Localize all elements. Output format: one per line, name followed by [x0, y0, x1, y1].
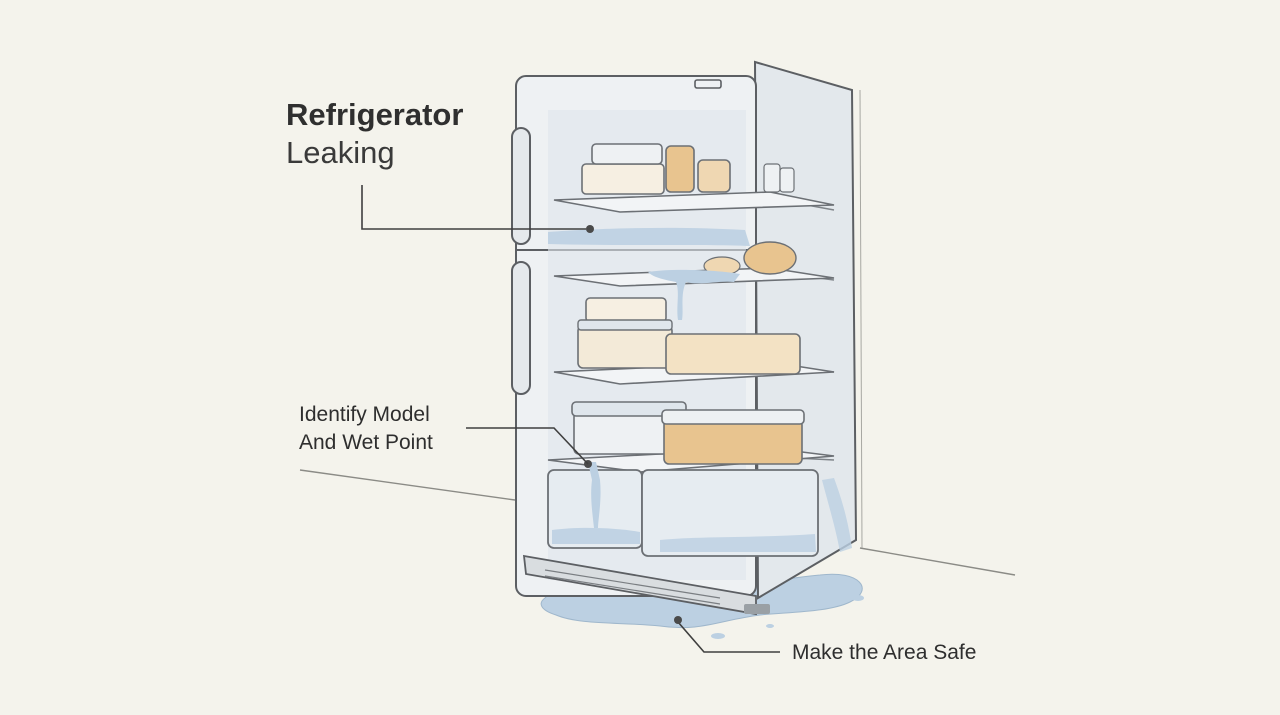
floor-line: [299, 469, 516, 501]
drawer-water: [660, 534, 816, 552]
container: [577, 325, 673, 369]
vent-grille: [544, 569, 721, 599]
callout-identify-line2: And Wet Point: [299, 431, 433, 454]
title-leader-line: [361, 185, 586, 230]
wet-point-marker-top: [586, 225, 594, 233]
food-item: [743, 241, 797, 275]
container-lid: [661, 409, 805, 425]
container: [665, 333, 801, 375]
diagram-title: Refrigerator Leaking: [286, 96, 463, 172]
jar: [779, 167, 795, 193]
water-droplet: [711, 633, 725, 639]
jar: [763, 163, 781, 193]
top-vent: [694, 79, 722, 89]
fridge-handle: [511, 261, 531, 395]
jar: [697, 159, 731, 193]
shelf-top: [553, 191, 835, 213]
wall-corner-line: [859, 89, 863, 549]
title-line-bold: Refrigerator: [286, 97, 464, 132]
vent-grille: [544, 575, 721, 605]
fridge-foot: [744, 604, 770, 614]
jar: [665, 145, 695, 193]
callout-identify-model: Identify Model And Wet Point: [299, 401, 433, 457]
container: [581, 163, 665, 195]
water-droplet: [852, 595, 864, 601]
water-drip: [648, 269, 740, 320]
side-water-streak: [822, 478, 852, 552]
water-droplet: [766, 624, 774, 628]
safe-leader-line: [677, 621, 780, 653]
freezer-water-pool: [548, 227, 750, 246]
drawer-water: [552, 527, 640, 544]
container-lid: [571, 401, 687, 417]
container-lid: [577, 319, 673, 331]
container: [585, 297, 667, 323]
crisper-drawer-right: [641, 469, 819, 557]
callout-identify-line1: Identify Model: [299, 403, 430, 426]
container-lid: [591, 143, 663, 165]
callout-make-area-safe: Make the Area Safe: [792, 641, 977, 664]
safe-point-marker: [674, 616, 682, 624]
freezer-handle: [511, 127, 531, 245]
floor-line-right: [859, 547, 1016, 576]
water-drip: [588, 462, 601, 528]
identify-leader-line: [466, 427, 589, 465]
container: [663, 419, 803, 465]
title-line-light: Leaking: [286, 135, 395, 170]
